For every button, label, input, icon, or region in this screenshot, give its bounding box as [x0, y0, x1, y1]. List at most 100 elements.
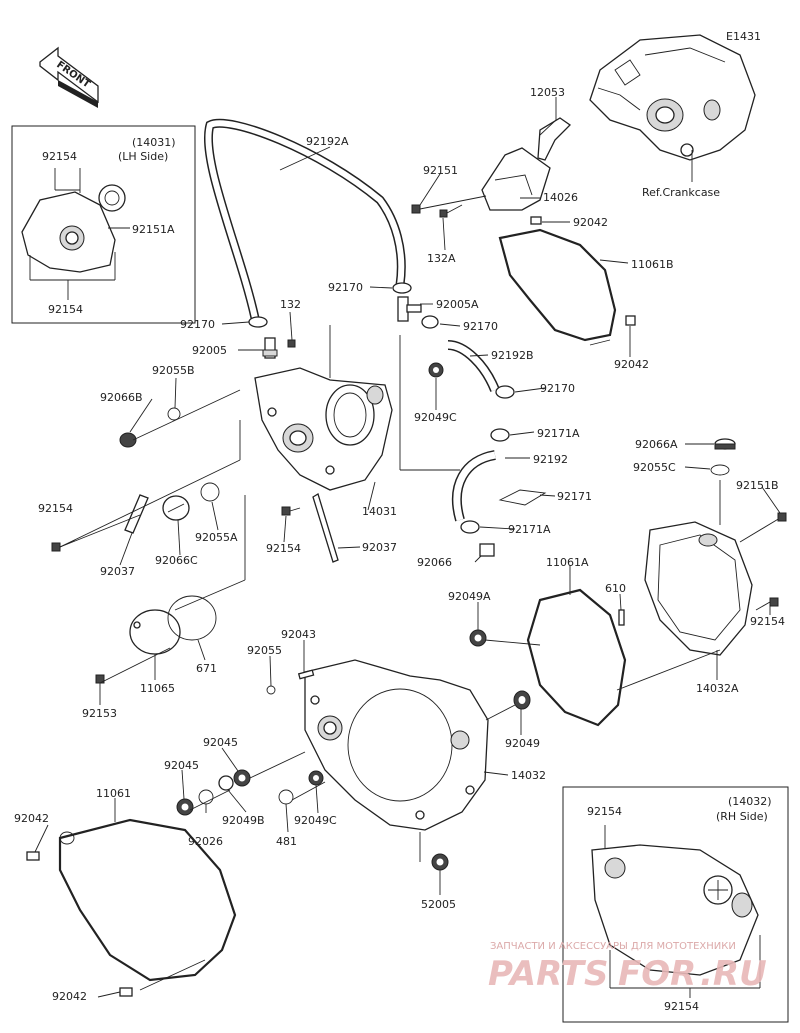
bolt-132A-icon	[439, 204, 463, 218]
hose-clamp-92170-b-icon	[392, 282, 412, 294]
label-92037-right: 92037	[362, 541, 397, 554]
pin-92037-left-icon	[124, 494, 149, 534]
label-ref-crankcase: Ref.Crankcase	[642, 186, 720, 199]
crankcase-illustration	[589, 34, 756, 161]
label-11065: 11065	[140, 682, 175, 695]
rh-inset-label-bottom: 92154	[664, 1000, 699, 1013]
dowel-92042-right-icon	[625, 315, 636, 326]
label-92049A: 92049A	[448, 590, 491, 603]
pin-92043-icon	[297, 669, 315, 680]
gasket-11061-icon	[58, 818, 237, 982]
bolt-92154-mid-icon	[281, 506, 301, 516]
label-92005A: 92005A	[436, 298, 479, 311]
gasket-11061B-icon	[498, 228, 617, 342]
label-92055B: 92055B	[152, 364, 195, 377]
rh-inset-side: (RH Side)	[716, 810, 768, 823]
label-92066: 92066	[417, 556, 452, 569]
label-132: 132	[280, 298, 301, 311]
o-ring-92055C-icon	[710, 464, 730, 476]
chain-guide-illustration	[481, 117, 572, 211]
clutch-cover-14032A-illustration	[644, 521, 753, 656]
rh-cover-14032-illustration	[304, 659, 489, 831]
bolt-132-icon	[287, 339, 296, 348]
label-92042-top: 92042	[573, 216, 608, 229]
label-92066A: 92066A	[635, 438, 678, 451]
bolt-92151-icon	[411, 195, 487, 214]
gasket-11061-tab-icon	[59, 831, 75, 845]
front-arrow-icon: FRONT	[39, 46, 99, 108]
label-671: 671	[196, 662, 217, 675]
label-92049B: 92049B	[222, 814, 265, 827]
fitting-92005A-icon	[397, 296, 422, 322]
cover-11065-icon	[129, 609, 181, 655]
lh-inset-label-right: 92151A	[132, 223, 175, 236]
lh-inset-code: (14031)	[132, 136, 176, 149]
dowel-92042-top-icon	[530, 216, 542, 225]
rh-inset-code: (14032)	[728, 795, 772, 808]
hose-clamp-92170-c-icon	[421, 315, 439, 329]
part-labels: 12053 92192A 92151 14026 Ref.Crankcase 9…	[14, 86, 785, 1003]
lh-inset-side: (LH Side)	[118, 150, 168, 163]
oil-seal-92049C-bottom-icon	[308, 770, 324, 786]
lh-inset-label-top: 92154	[42, 150, 77, 163]
plug-92066A-icon	[714, 438, 736, 450]
label-481: 481	[276, 835, 297, 848]
label-92055A: 92055A	[195, 531, 238, 544]
watermark-brand-b: FOR	[618, 954, 696, 994]
label-92026: 92026	[188, 835, 223, 848]
o-ring-92055A-icon	[200, 482, 220, 502]
plug-92066B-icon	[119, 432, 137, 448]
oil-seal-92049A-icon	[469, 629, 487, 647]
label-92151: 92151	[423, 164, 458, 177]
label-92049: 92049	[505, 737, 540, 750]
label-92049C-bottom: 92049C	[294, 814, 337, 827]
label-92171A-bottom: 92171A	[508, 523, 551, 536]
label-92154-mid: 92154	[266, 542, 301, 555]
rh-side-inset: (14032) (RH Side) 92154 92154	[562, 786, 789, 1023]
label-11061B: 11061B	[631, 258, 674, 271]
leader-lines	[34, 97, 781, 998]
label-92042-right: 92042	[614, 358, 649, 371]
label-14032A: 14032A	[696, 682, 739, 695]
rh-inset-label-top: 92154	[587, 805, 622, 818]
label-92045-a: 92045	[203, 736, 238, 749]
label-12053: 12053	[530, 86, 565, 99]
diagram-code: E1431	[726, 30, 761, 43]
oil-seal-92049-icon	[513, 690, 531, 710]
gasket-11061A-icon	[526, 588, 627, 727]
oil-seal-92045-b-icon	[176, 798, 194, 816]
lh-inset-label-bottom: 92154	[48, 303, 83, 316]
label-92005: 92005	[192, 344, 227, 357]
dowel-92042-left-icon	[26, 851, 40, 861]
lh-cover-14031-illustration	[254, 367, 393, 491]
label-14026: 14026	[543, 191, 578, 204]
label-92170-c: 92170	[180, 318, 215, 331]
watermark-brand-c: .RU	[700, 954, 767, 994]
pin-610-icon	[618, 609, 625, 626]
bearing-92049B-icon	[218, 775, 234, 791]
lh-side-inset: (14031) (LH Side) 92154 92151A 92154	[11, 125, 196, 324]
label-52005: 52005	[421, 898, 456, 911]
clamp-92171-icon	[498, 489, 547, 506]
oil-seal-92049C-top-icon	[428, 362, 444, 378]
label-92042-left: 92042	[14, 812, 49, 825]
fitting-92005-icon	[262, 337, 278, 359]
o-ring-92055-icon	[266, 685, 276, 695]
label-92066C: 92066C	[155, 554, 198, 567]
watermark: ЗАПЧАСТИ И АКСЕССУАРЫ ДЛЯ МОТОТЕХНИКИ PA…	[488, 941, 767, 994]
pin-92037-right-icon	[312, 493, 339, 563]
label-92055: 92055	[247, 644, 282, 657]
label-92153: 92153	[82, 707, 117, 720]
label-92192: 92192	[533, 453, 568, 466]
bolt-92151B-icon	[739, 512, 787, 543]
label-92037-left: 92037	[100, 565, 135, 578]
label-14032: 14032	[511, 769, 546, 782]
watermark-line1: ЗАПЧАСТИ И АКСЕССУАРЫ ДЛЯ МОТОТЕХНИКИ	[490, 941, 736, 952]
watermark-brand-a: PARTS	[488, 954, 608, 994]
label-92055C: 92055C	[633, 461, 676, 474]
oil-seal-92045-a-icon	[233, 769, 251, 787]
label-92049C-top: 92049C	[414, 411, 457, 424]
snap-ring-481-icon	[278, 789, 294, 805]
hose-clamp-92171A-bottom-icon	[460, 520, 480, 534]
